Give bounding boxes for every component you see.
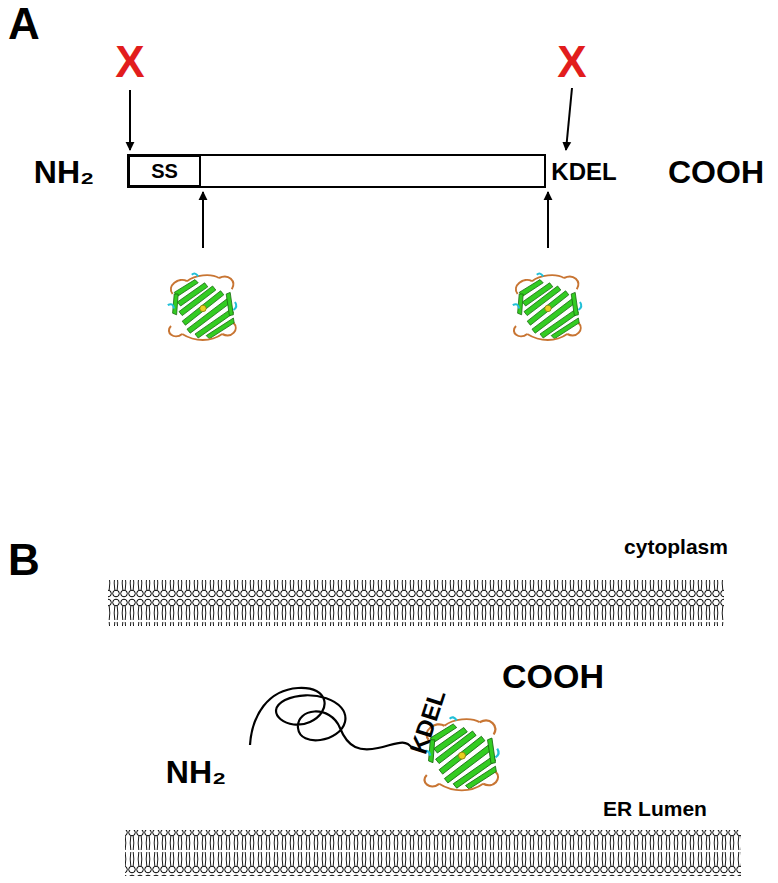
motif-label: KDEL: [551, 160, 616, 184]
terminus-label: NH₂: [166, 756, 226, 788]
gfp-structure: [513, 274, 581, 340]
lipid-bilayer: [125, 830, 741, 876]
signal-sequence-box: SS: [128, 155, 201, 187]
gfp-structure: [168, 274, 236, 340]
compartment-label: ER Lumen: [603, 798, 707, 819]
terminus-label: COOH: [668, 156, 764, 188]
insertion-mark: X: [115, 40, 144, 84]
insertion-arrow: [547, 192, 549, 248]
panel-letter: A: [8, 2, 40, 46]
insertion-arrow: [202, 192, 204, 248]
polypeptide-chain: [250, 688, 412, 750]
insertion-arrow: [566, 88, 572, 150]
terminus-label: NH₂: [34, 156, 94, 188]
box-text: SS: [151, 161, 178, 181]
lipid-bilayer: [108, 580, 724, 626]
motif-label: KDEL: [406, 687, 449, 757]
insertion-arrow: [129, 90, 131, 150]
construct-box: [128, 155, 545, 187]
compartment-label: cytoplasm: [624, 536, 728, 557]
panel-letter: B: [8, 538, 40, 582]
terminus-label: COOH: [502, 659, 604, 693]
insertion-mark: X: [557, 40, 586, 84]
